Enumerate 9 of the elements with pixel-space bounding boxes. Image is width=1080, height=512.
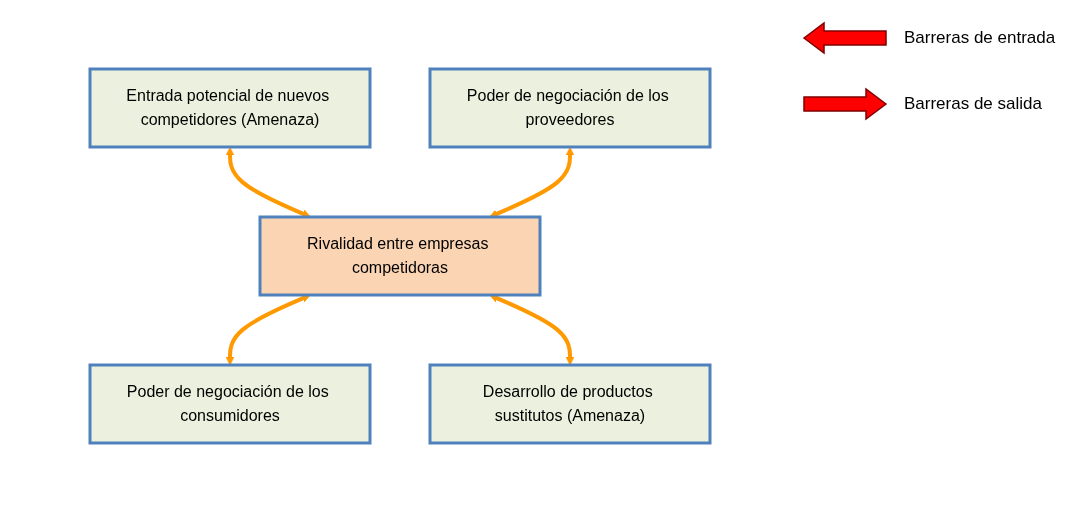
node-box: Poder de negociación de los proveedores xyxy=(428,67,712,149)
arrow xyxy=(489,147,575,218)
legend-text: Barreras de salida xyxy=(904,94,1042,114)
node-box: Rivalidad entre empresas competidoras xyxy=(258,215,542,297)
node-box: Desarrollo de productos sustitutos (Amenaza) xyxy=(428,363,712,445)
node-box: Poder de negociación de los consumidores xyxy=(88,363,372,445)
arrow xyxy=(225,147,311,218)
legend-text: Barreras de entrada xyxy=(904,28,1056,48)
node-box: Entrada potencial de nuevos competidores (Amenaza) xyxy=(88,67,372,149)
